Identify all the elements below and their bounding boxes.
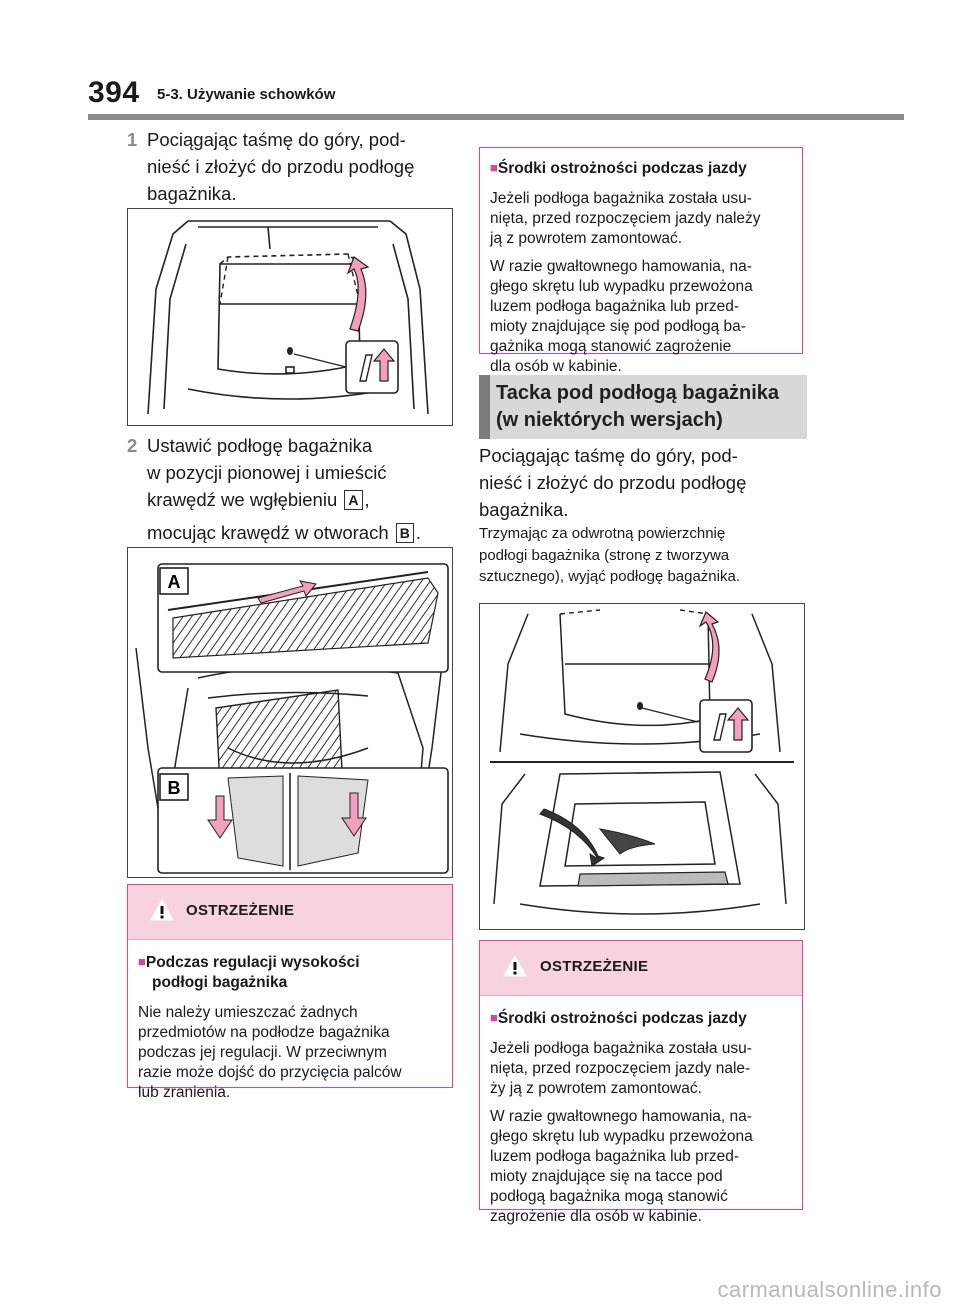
warning-line: podczas jej regulacji. W przeciwnym xyxy=(138,1044,387,1061)
caution-para-2: W razie gwałtownego hamowania, na- głego… xyxy=(490,257,792,377)
section-header-tray: Tacka pod podłogą bagażnika (w niektóryc… xyxy=(479,375,807,439)
section-header-line: Tacka pod podłogą bagażnika xyxy=(496,382,780,404)
warning-box-height-adjust: OSTRZEŻENIE ■Podczas regulacji wysokości… xyxy=(127,884,453,1101)
warning-line: nięta, przed rozpoczęciem jazdy nale- xyxy=(490,1060,751,1077)
warning-line: razie może dojść do przycięcia palców xyxy=(138,1064,402,1081)
warning-para-1: Jeżeli podłoga bagażnika została usu- ni… xyxy=(490,1039,792,1099)
section-title: 5-3. Używanie schowków xyxy=(157,86,336,103)
footer-watermark: carmanualsonline.info xyxy=(717,1277,942,1302)
warning-triangle-icon xyxy=(503,955,527,977)
step-1-number: 1 xyxy=(127,129,138,150)
figure-trunk-floor-lift xyxy=(127,208,453,426)
caution-para-1: Jeżeli podłoga bagażnika została usu- ni… xyxy=(490,189,792,249)
step-1-line: Pociągając taśmę do góry, pod- xyxy=(147,129,406,150)
instruction-line: bagażnika. xyxy=(479,499,569,520)
page-number: 394 xyxy=(88,76,140,109)
warning-subtitle-line: Podczas regulacji wysokości xyxy=(145,954,360,971)
tray-removal-illustration xyxy=(490,609,794,915)
warning-line: ży ją z powrotem zamontować. xyxy=(490,1080,702,1097)
figure-label-a: A xyxy=(168,572,181,592)
figure-floor-upright: A B xyxy=(127,547,453,878)
caution-line: nięta, przed rozpoczęciem jazdy należy xyxy=(490,210,761,227)
caution-line: ją z powrotem zamontować. xyxy=(490,230,683,247)
warning-subtitle-text: Środki ostrożności podczas jazdy xyxy=(497,1010,747,1027)
step-2-line: Ustawić podłogę bagażnika xyxy=(147,435,373,456)
caution-line: gażnika mogą stanowić zagrożenie xyxy=(490,338,732,355)
warning-text: Nie należy umieszczać żadnych przedmiotó… xyxy=(138,1003,442,1103)
step-2-text: , xyxy=(364,489,370,510)
caution-box-driving: ■Środki ostrożności podczas jazdy Jeżeli… xyxy=(479,147,803,375)
warning-title: OSTRZEŻENIE xyxy=(540,958,649,975)
instruction-line: nieść i złożyć do przodu podłogę xyxy=(479,472,747,493)
warning-line: luzem podłoga bagażnika lub przed- xyxy=(490,1148,740,1165)
warning-subtitle: ■Podczas regulacji wysokości podłogi bag… xyxy=(138,952,442,993)
step-2-number: 2 xyxy=(127,435,138,456)
step-2-text: mocując krawędź w otworach xyxy=(147,522,394,543)
warning-line: zagrożenie dla osób w kabinie. xyxy=(490,1208,702,1225)
warning-subtitle: ■Środki ostrożności podczas jazdy xyxy=(490,1008,792,1029)
caution-line: W razie gwałtownego hamowania, na- xyxy=(490,258,752,275)
caution-subtitle: ■Środki ostrożności podczas jazdy xyxy=(490,158,792,179)
step-1-line: bagażnika. xyxy=(147,183,237,204)
label-b-tag: B xyxy=(395,523,414,543)
black-square-bullet-icon: ■ xyxy=(490,160,498,175)
step-2-text: krawędź we wgłębieniu xyxy=(147,489,343,510)
instruction-line: Pociągając taśmę do góry, pod- xyxy=(479,445,738,466)
header-divider xyxy=(88,114,904,120)
note-line: Trzymając za odwrotną powierzchnię xyxy=(479,525,726,542)
step-2-text: . xyxy=(415,522,422,543)
warning-line: W razie gwałtownego hamowania, na- xyxy=(490,1108,752,1125)
warning-title: OSTRZEŻENIE xyxy=(186,902,295,919)
warning-triangle-icon xyxy=(150,899,174,921)
warning-line: lub zranienia. xyxy=(138,1084,231,1101)
caution-line: dla osób w kabinie. xyxy=(490,358,622,375)
step-1: 1 Pociągając taśmę do góry, pod- nieść i… xyxy=(127,126,457,207)
warning-subtitle-line: podłogi bagażnika xyxy=(152,974,288,991)
step-2: 2 Ustawić podłogę bagażnika w pozycji pi… xyxy=(127,432,457,546)
step-1-line: nieść i złożyć do przodu podłogę xyxy=(147,156,415,177)
warning-line: głego skrętu lub wypadku przewożona xyxy=(490,1128,753,1145)
tray-instruction: Pociągając taśmę do góry, pod- nieść i z… xyxy=(479,442,809,523)
tray-note: Trzymając za odwrotną powierzchnię podło… xyxy=(479,523,809,588)
note-line: sztucznego), wyjąć podłogę bagażnika. xyxy=(479,568,740,585)
label-a-tag: A xyxy=(344,490,363,510)
warning-header: OSTRZEŻENIE xyxy=(480,941,802,996)
warning-line: podłogą bagażnika mogą stanowić xyxy=(490,1188,728,1205)
section-header-line: (w niektórych wersjach) xyxy=(496,409,723,431)
warning-para-2: W razie gwałtownego hamowania, na- głego… xyxy=(490,1107,792,1227)
warning-line: przedmiotów na podłodze bagażnika xyxy=(138,1024,390,1041)
trunk-floor-lift-illustration xyxy=(147,220,429,415)
caution-line: głego skrętu lub wypadku przewożona xyxy=(490,278,753,295)
step-2-line: krawędź we wgłębieniu A, xyxy=(147,486,457,513)
warning-line: mioty znajdujące się na tacce pod xyxy=(490,1168,723,1185)
lift-arrow xyxy=(346,256,370,332)
caution-subtitle-text: Środki ostrożności podczas jazdy xyxy=(497,160,747,177)
caution-line: luzem podłoga bagażnika lub przed- xyxy=(490,298,740,315)
figure-tray-removal xyxy=(479,603,805,930)
black-square-bullet-icon: ■ xyxy=(138,954,146,969)
note-line: podłogi bagażnika (stronę z tworzywa xyxy=(479,546,730,564)
floor-upright-illustration: A B xyxy=(135,563,449,874)
step-2-line: mocując krawędź w otworach B. xyxy=(147,519,457,546)
warning-box-tray: OSTRZEŻENIE ■Środki ostrożności podczas … xyxy=(479,940,803,1225)
warning-header: OSTRZEŻENIE xyxy=(128,885,452,940)
warning-line: Nie należy umieszczać żadnych xyxy=(138,1004,358,1021)
caution-line: Jeżeli podłoga bagażnika została usu- xyxy=(490,190,752,207)
step-2-line: w pozycji pionowej i umieścić xyxy=(147,462,387,483)
caution-line: mioty znajdujące się pod podłogą ba- xyxy=(490,318,746,335)
figure-label-b: B xyxy=(168,778,181,798)
warning-line: Jeżeli podłoga bagażnika została usu- xyxy=(490,1040,752,1057)
black-square-bullet-icon: ■ xyxy=(490,1010,498,1025)
